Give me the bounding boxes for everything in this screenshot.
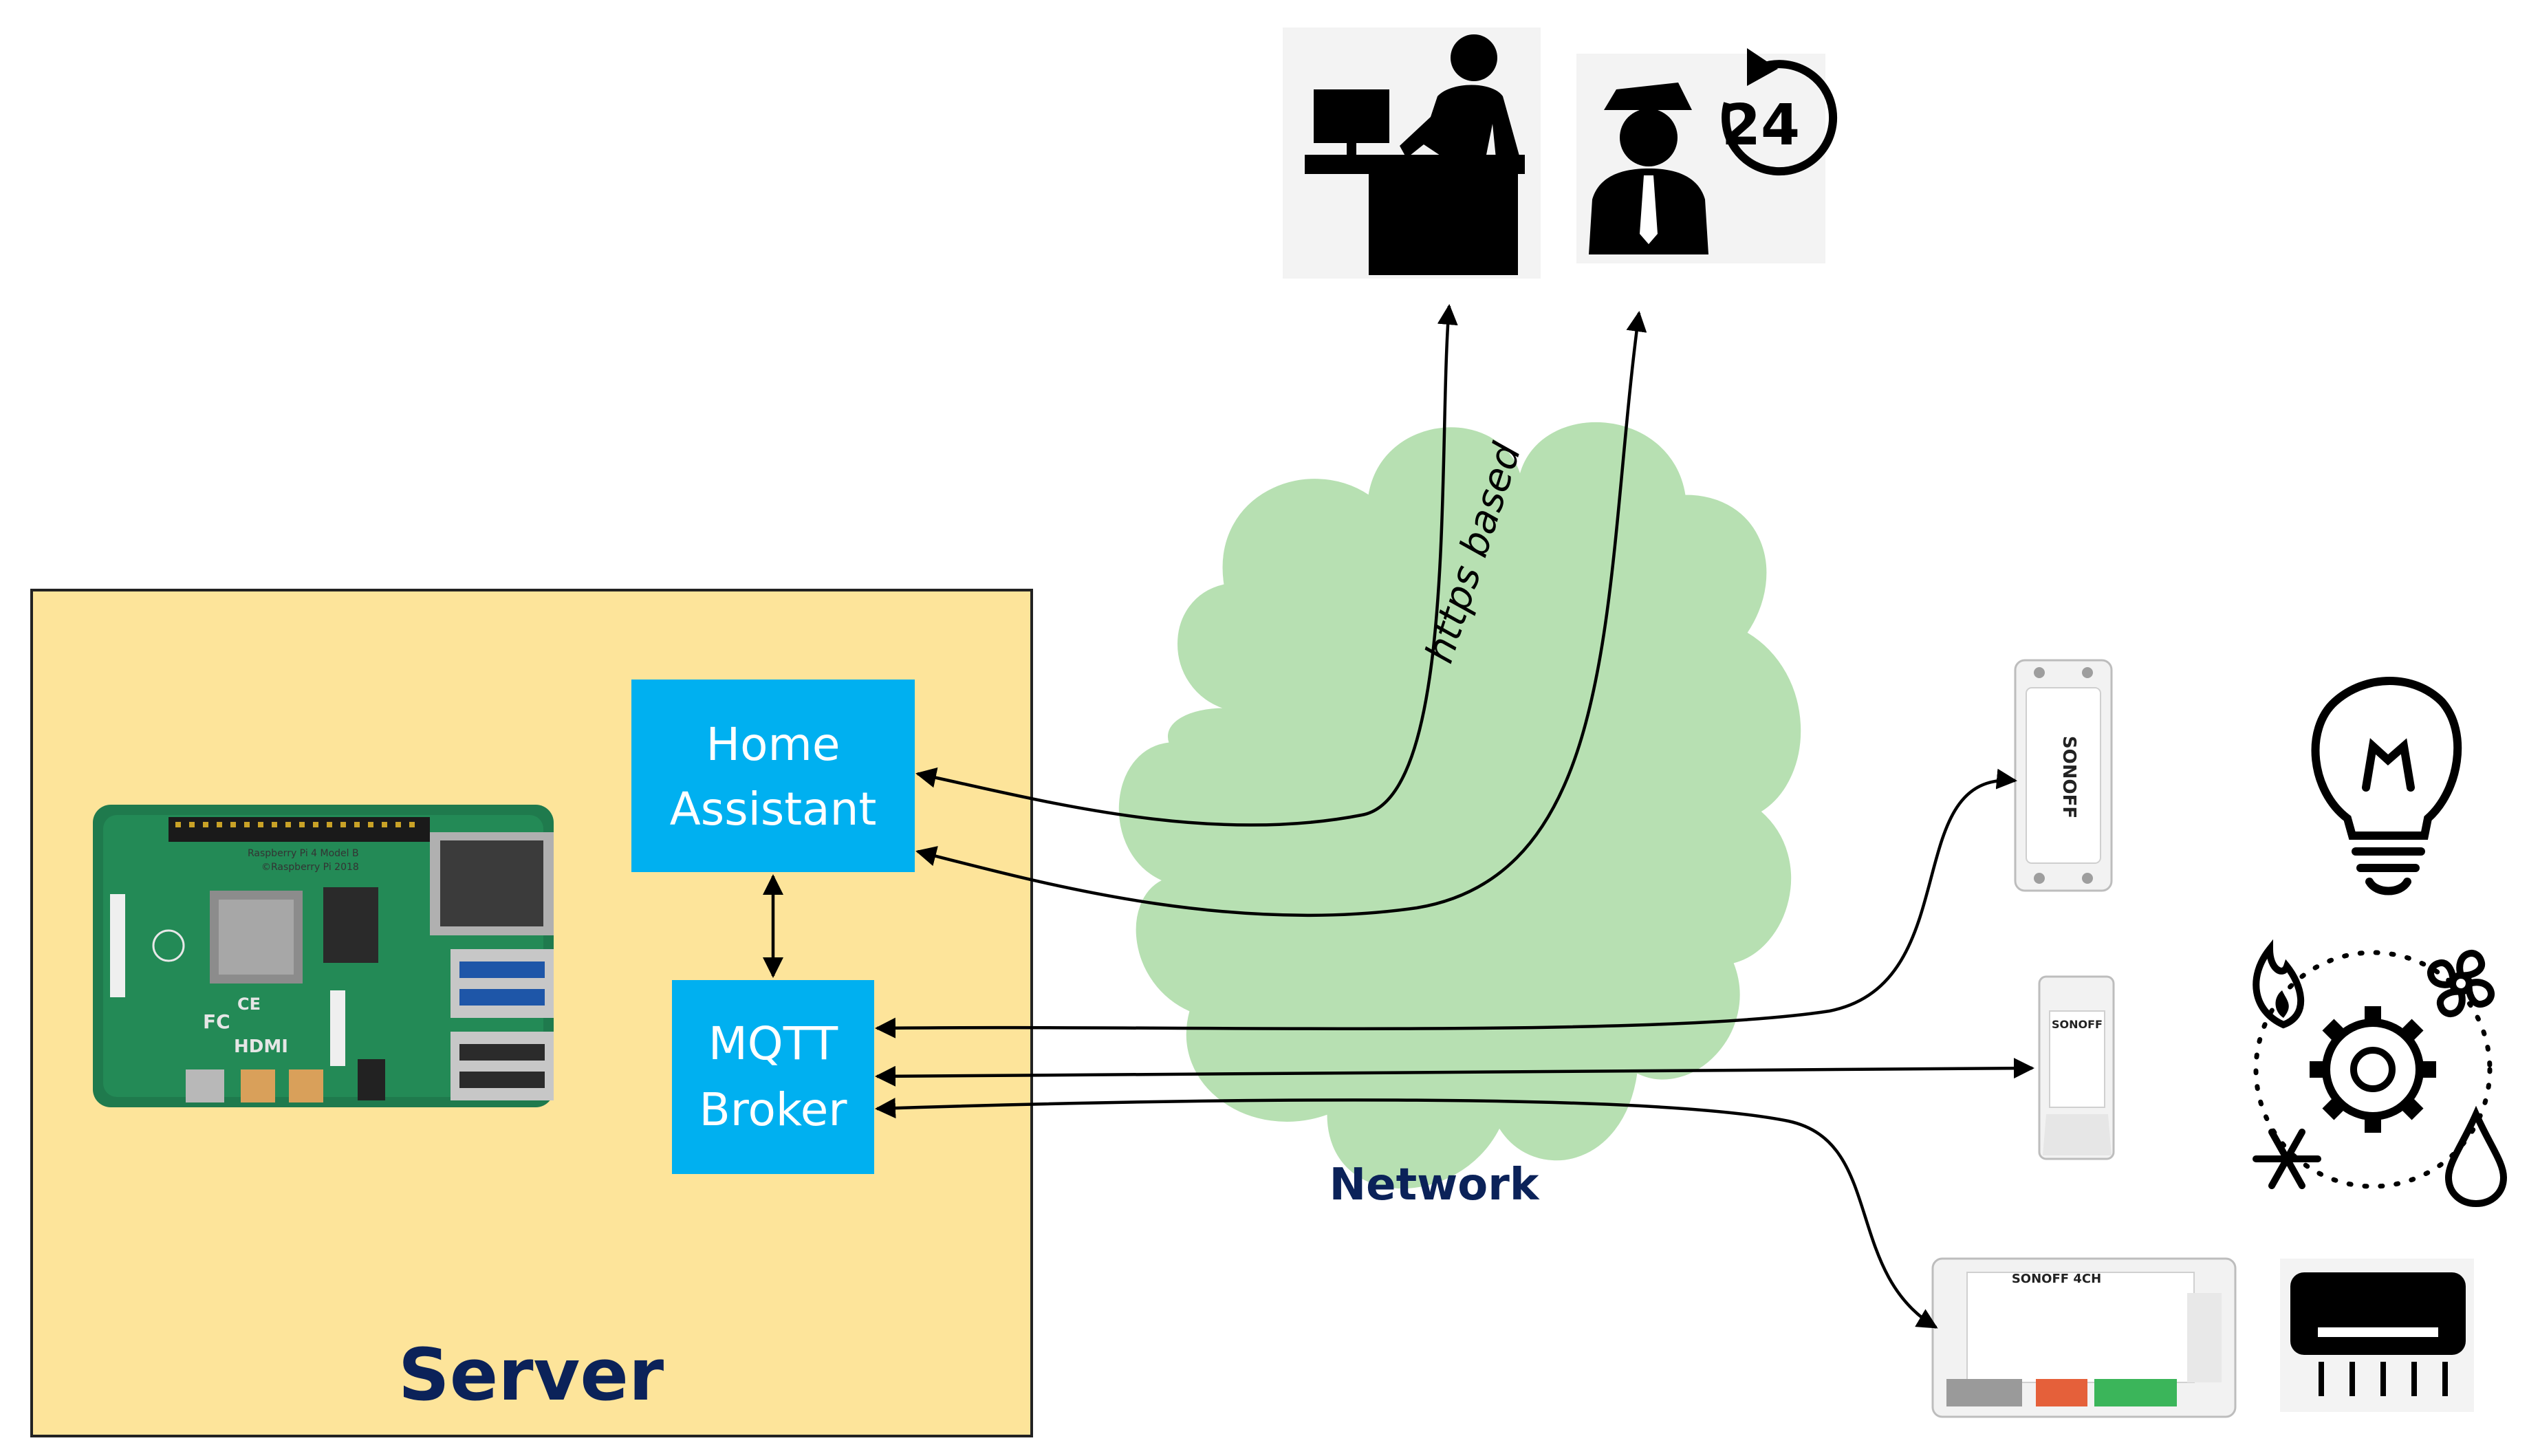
home-assistant-box [631,680,915,872]
mqtt-broker-box [672,980,874,1174]
network-label: Network [1329,1160,1540,1210]
desk-operator-icon [1283,28,1541,279]
server-label: Server [398,1333,664,1417]
home-assistant-label-line1: Home [706,718,840,771]
home-assistant-label-line2: Assistant [670,783,877,836]
light-bulb-icon [2311,677,2462,895]
climate-control-icon [2253,939,2508,1208]
svg-text:24: 24 [1722,93,1800,158]
raspberry-pi-board-icon: Raspberry Pi 4 Model B ©Raspberry Pi 201… [93,805,554,1107]
sonoff-basic-switch-icon: SONOFF [2014,659,2113,892]
sonoff-4ch-brand-text: SONOFF 4CH [2012,1272,2101,1286]
sonoff-4ch-switch-icon: SONOFF 4CH [1931,1257,2237,1418]
sonoff-basic-brand-text: SONOFF [2059,736,2079,818]
security-guard-24h-icon: 24 [1576,48,1838,263]
sonoff-pow-switch-icon: SONOFF [2038,975,2115,1160]
mqtt-to-sonoff-basic-arrow [875,768,2017,1039]
mqtt-to-sonoff-pow-arrow [875,1058,2034,1087]
board-title-text: Raspberry Pi 4 Model B [248,848,359,859]
sonoff-pow-brand-text: SONOFF [2052,1018,2103,1031]
board-ce-text: CE [237,995,261,1014]
air-conditioner-icon [2280,1259,2474,1412]
mqtt-to-sonoff-4ch-arrow [875,1098,1938,1329]
mqtt-broker-label-line1: MQTT [708,1017,838,1070]
board-copyright-text: ©Raspberry Pi 2018 [261,862,359,873]
board-hdmi-text: HDMI [234,1036,288,1057]
board-fcc-text: FC [203,1010,230,1033]
mqtt-broker-label-line2: Broker [699,1083,848,1136]
